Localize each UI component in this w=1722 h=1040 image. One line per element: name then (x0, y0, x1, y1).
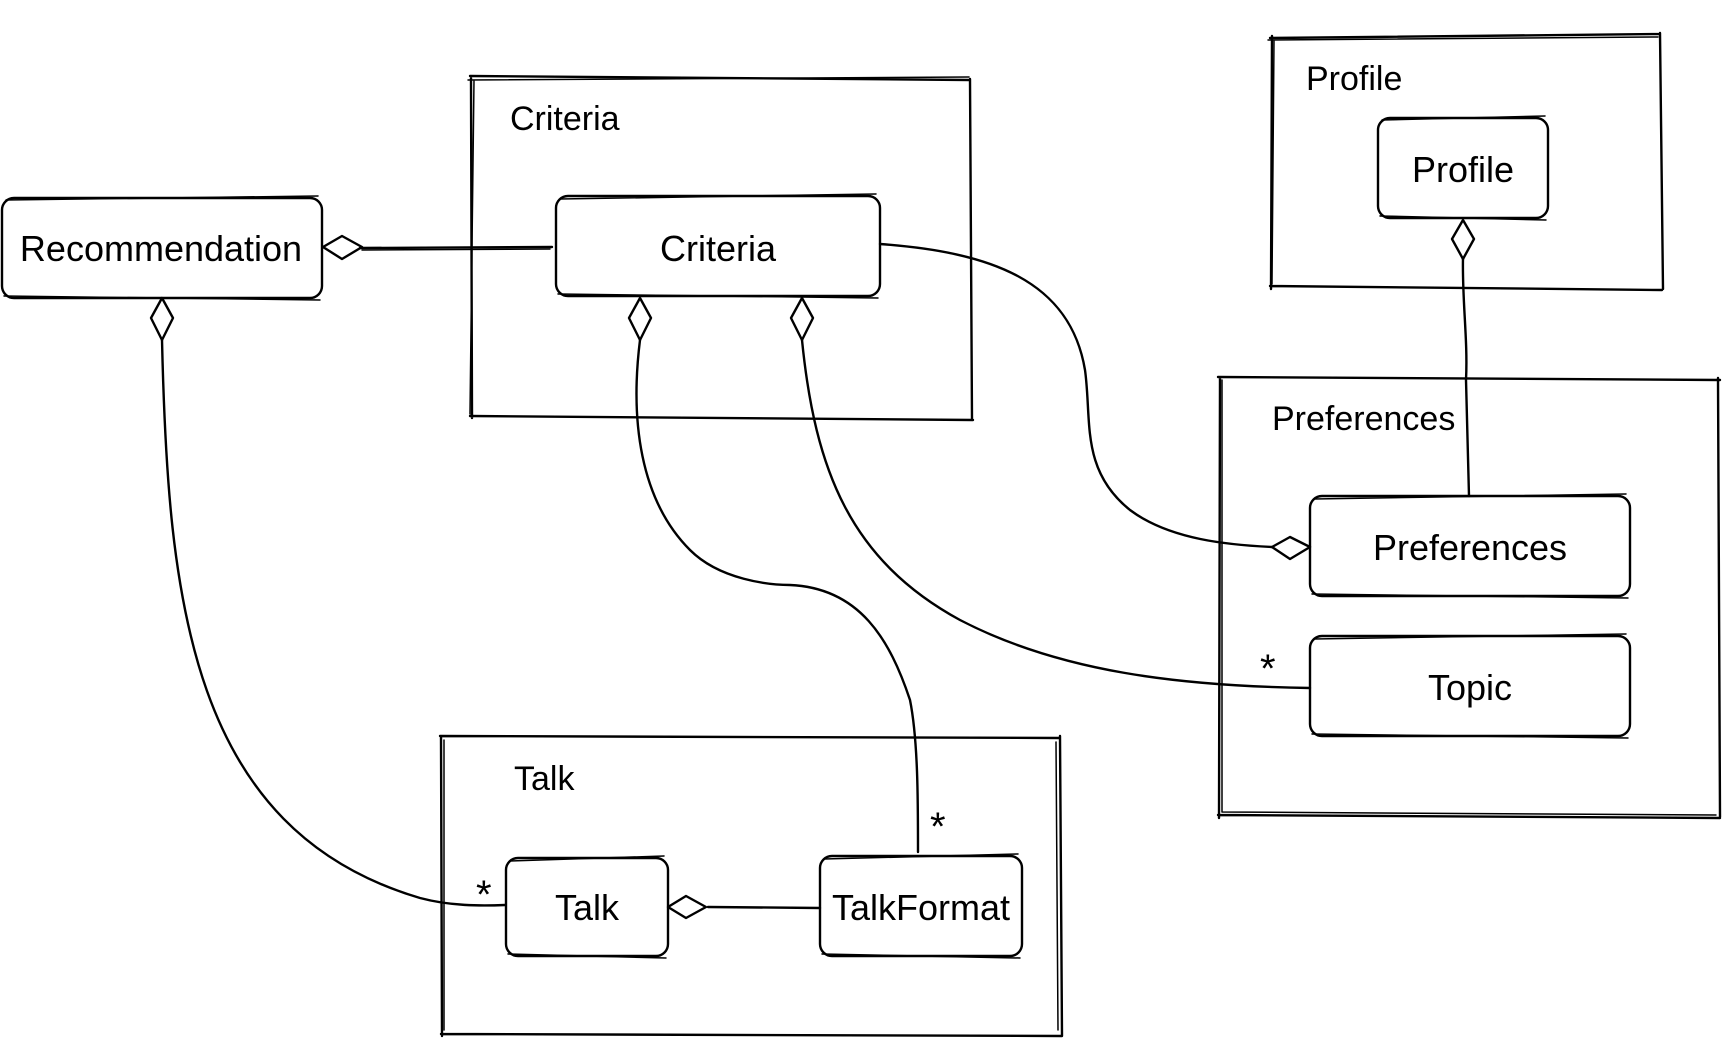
node-label-topic: Topic (1428, 667, 1512, 708)
node-talk[interactable]: Talk (504, 855, 670, 959)
multiplicity-topic-criteria: * (1260, 647, 1276, 691)
edge-criteria-topic (800, 338, 1312, 690)
aggregation-diamond-criteria-left (627, 296, 653, 342)
edge-preferences-profile (1461, 256, 1471, 498)
frame-title-preferences: Preferences (1272, 400, 1455, 438)
aggregation-diamond-preferences (1270, 535, 1312, 561)
aggregation-diamond-recommendation-right (321, 234, 364, 261)
frame-title-talk: Talk (514, 760, 575, 798)
node-label-talk: Talk (555, 887, 620, 928)
frame-title-profile: Profile (1306, 60, 1402, 98)
node-topic[interactable]: Topic (1308, 633, 1632, 739)
frame-talk: Talk (438, 734, 1064, 1038)
edge-talkformat-talk (706, 905, 822, 910)
node-preferences[interactable]: Preferences (1308, 493, 1632, 599)
node-talkformat[interactable]: TalkFormat (818, 853, 1024, 959)
node-profile[interactable]: Profile (1376, 115, 1550, 221)
edge-criteria-recommendation (358, 245, 554, 251)
frame-preferences: Preferences (1216, 375, 1722, 820)
edge-criteria-preferences (878, 242, 1274, 549)
aggregation-diamond-criteria-right (789, 296, 815, 342)
edge-recommendation-talk (160, 338, 507, 907)
frame-profile: Profile (1267, 31, 1665, 292)
aggregation-diamond-recommendation-bottom (149, 296, 175, 342)
aggregation-diamond-profile (1450, 218, 1476, 261)
multiplicity-talk-recommendation: * (476, 873, 492, 917)
node-label-profile: Profile (1412, 149, 1514, 190)
multiplicity-talkformat-criteria: * (930, 805, 946, 849)
aggregation-diamond-talk (666, 894, 708, 920)
node-label-preferences: Preferences (1373, 527, 1567, 568)
node-label-criteria: Criteria (660, 228, 777, 269)
edge-criteria-talkformat (635, 338, 920, 854)
node-label-recommendation: Recommendation (20, 228, 302, 269)
node-label-talkformat: TalkFormat (832, 887, 1010, 928)
node-criteria[interactable]: Criteria (554, 193, 882, 299)
node-recommendation[interactable]: Recommendation (0, 195, 324, 301)
frame-title-criteria: Criteria (510, 100, 620, 138)
